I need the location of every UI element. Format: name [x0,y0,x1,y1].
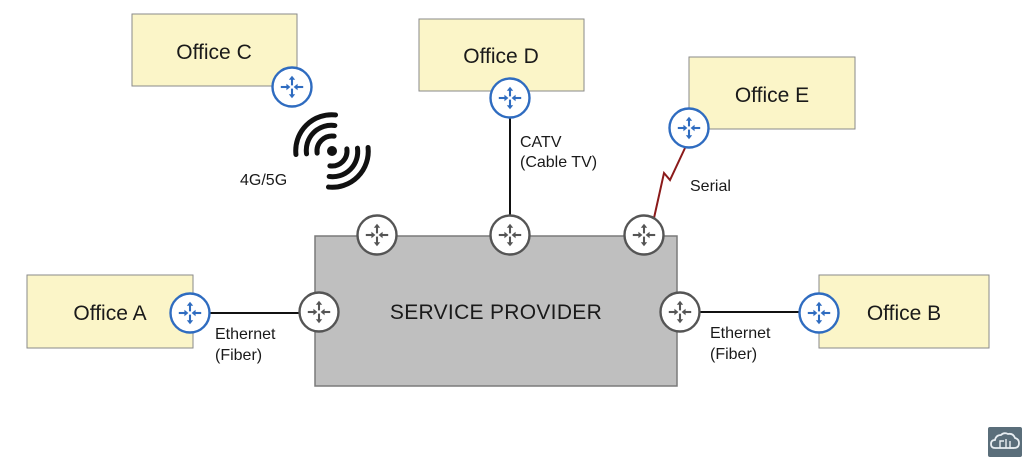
link-label-office-b-line2: (Fiber) [710,346,757,363]
router-icon [298,291,340,333]
router-icon [623,214,665,256]
link-office-e-serial [653,147,686,219]
link-label-office-b-line1: Ethernet [710,325,771,342]
office-e: Office E [688,56,856,130]
office-e-label: Office E [735,84,809,107]
router-icon [659,291,701,333]
cloud-logo-icon [988,427,1022,457]
link-label-office-a-line1: Ethernet [215,326,276,343]
office-a: Office A [26,274,194,349]
office-d: Office D [418,18,585,92]
link-label-office-d-line2: (Cable TV) [520,154,597,171]
router-icon [271,66,313,108]
router-icon [169,292,211,334]
link-label-office-d-line1: CATV [520,134,562,151]
router-icon [798,292,840,334]
service-provider: SERVICE PROVIDER [314,235,678,387]
link-label-office-c: 4G/5G [240,172,287,189]
office-a-label: Office A [73,302,146,325]
office-d-label: Office D [463,45,538,68]
service-provider-label: SERVICE PROVIDER [390,301,602,324]
router-icon [489,77,531,119]
cloud-logo-glyph [990,432,1020,449]
link-label-office-e: Serial [690,178,731,195]
router-icon [489,214,531,256]
office-b: Office B [818,274,990,349]
router-icon [356,214,398,256]
link-label-office-a-line2: (Fiber) [215,347,262,364]
office-c-label: Office C [176,41,251,64]
wireless-signal-icon [293,112,371,190]
office-b-label: Office B [867,302,941,325]
router-icon [668,107,710,149]
office-c: Office C [131,13,298,87]
